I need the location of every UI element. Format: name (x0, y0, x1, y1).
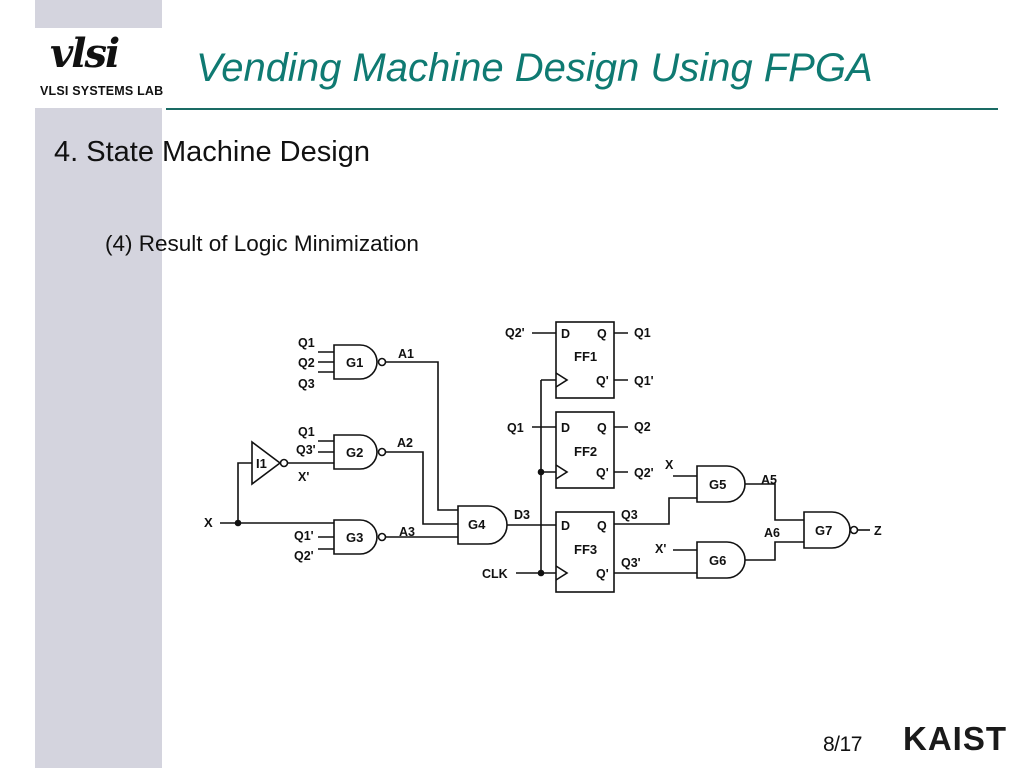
ff3-d-pin: D (561, 519, 570, 533)
ff1-label: FF1 (574, 349, 597, 364)
g1-gate-label: G1 (346, 355, 363, 370)
g5-gate-label: G5 (709, 477, 726, 492)
g6-output-label: A6 (764, 526, 780, 540)
g1-input-label: Q2 (298, 356, 315, 370)
ff1-input-label: Q2' (505, 326, 525, 340)
vlsi-logo-text: VLSI SYSTEMS LAB (40, 84, 164, 98)
g3-output-label: A3 (399, 525, 415, 539)
ff3-q-pin: Q (597, 519, 607, 533)
g6-gate-label: G6 (709, 553, 726, 568)
g3-input-label: Q2' (294, 549, 314, 563)
ff2-qn-output: Q2' (634, 466, 654, 480)
g1-input-label: Q3 (298, 377, 315, 391)
ff3-qn-pin: Q' (596, 567, 609, 581)
ff1-qn-pin: Q' (596, 374, 609, 388)
g7-output-label: Z (874, 524, 882, 538)
g2-input-label: X' (298, 470, 309, 484)
g2-output-label: A2 (397, 436, 413, 450)
g3-input-label: Q1' (294, 529, 314, 543)
ff1-q-pin: Q (597, 327, 607, 341)
vlsi-logo-mark: vlsi (50, 30, 120, 77)
x-input-label: X (204, 515, 213, 530)
ff3-label: FF3 (574, 542, 597, 557)
g2-input-label: Q1 (298, 425, 315, 439)
ff2-label: FF2 (574, 444, 597, 459)
kaist-logo: KAIST (903, 720, 1007, 757)
ff1-qn-output: Q1' (634, 374, 654, 388)
ff3-qn-output: Q3' (621, 556, 641, 570)
title-divider (166, 108, 998, 110)
g1-output-label: A1 (398, 347, 414, 361)
ff1-d-pin: D (561, 327, 570, 341)
ff2-d-pin: D (561, 421, 570, 435)
slide-title: Vending Machine Design Using FPGA (196, 46, 873, 90)
vlsi-logo: vlsi VLSI SYSTEMS LAB (34, 28, 164, 108)
section-heading: 4. State Machine Design (54, 136, 370, 168)
ff2-qn-pin: Q' (596, 466, 609, 480)
left-sidebar-band (35, 0, 162, 768)
g4-output-label: D3 (514, 508, 530, 522)
g5-input-label: X (665, 458, 674, 472)
ff3-q-output: Q3 (621, 508, 638, 522)
g6-input-label: X' (655, 542, 666, 556)
g3-gate-label: G3 (346, 530, 363, 545)
ff2-q-pin: Q (597, 421, 607, 435)
g2-gate-label: G2 (346, 445, 363, 460)
g5-output-label: A5 (761, 473, 777, 487)
ff2-input-label: Q1 (507, 421, 524, 435)
ff1-q-output: Q1 (634, 326, 651, 340)
g4-gate-label: G4 (468, 517, 486, 532)
section-subheading: (4) Result of Logic Minimization (105, 231, 419, 256)
ff2-q-output: Q2 (634, 420, 651, 434)
clk-label: CLK (482, 567, 508, 581)
g1-input-label: Q1 (298, 336, 315, 350)
page-number: 8/17 (823, 733, 862, 756)
inverter-label: I1 (256, 456, 267, 471)
g2-input-label: Q3' (296, 443, 316, 457)
g7-gate-label: G7 (815, 523, 832, 538)
